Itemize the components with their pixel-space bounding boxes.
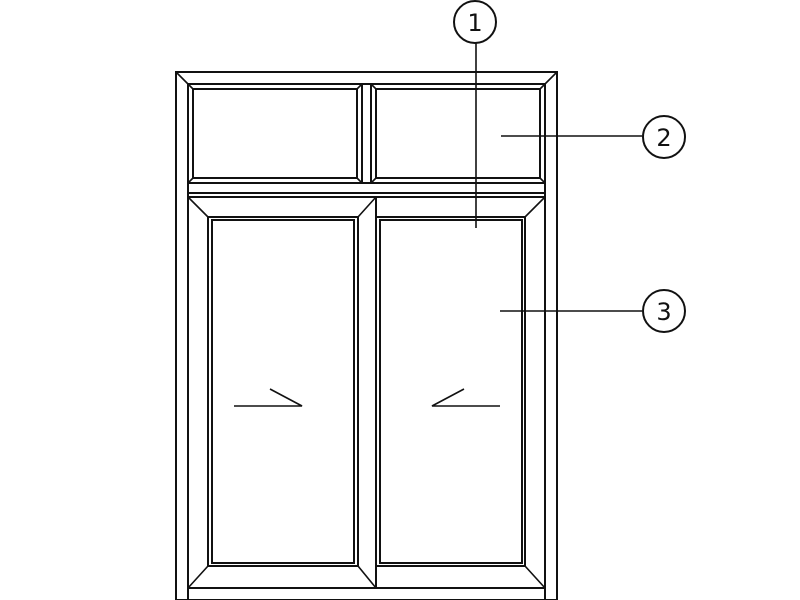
callout-2: 2 [642, 115, 686, 159]
callout-label-2: 2 [656, 124, 671, 152]
left-sliding-sash [187, 196, 377, 589]
slide-arrow-right [431, 388, 500, 407]
callout-1: 1 [453, 0, 497, 44]
callout-label-3: 3 [656, 298, 671, 326]
callout-circle-1 [453, 0, 497, 44]
top-right-pane [370, 83, 546, 184]
outer-frame [175, 71, 558, 600]
slide-arrow-left [234, 388, 303, 407]
transom-bar [188, 182, 545, 194]
callout-3: 3 [642, 289, 686, 333]
callout-circle-3 [642, 289, 686, 333]
top-left-pane [187, 83, 363, 184]
callout-circle-2 [642, 115, 686, 159]
right-sliding-sash [376, 196, 546, 589]
callout-label-1: 1 [467, 9, 482, 37]
